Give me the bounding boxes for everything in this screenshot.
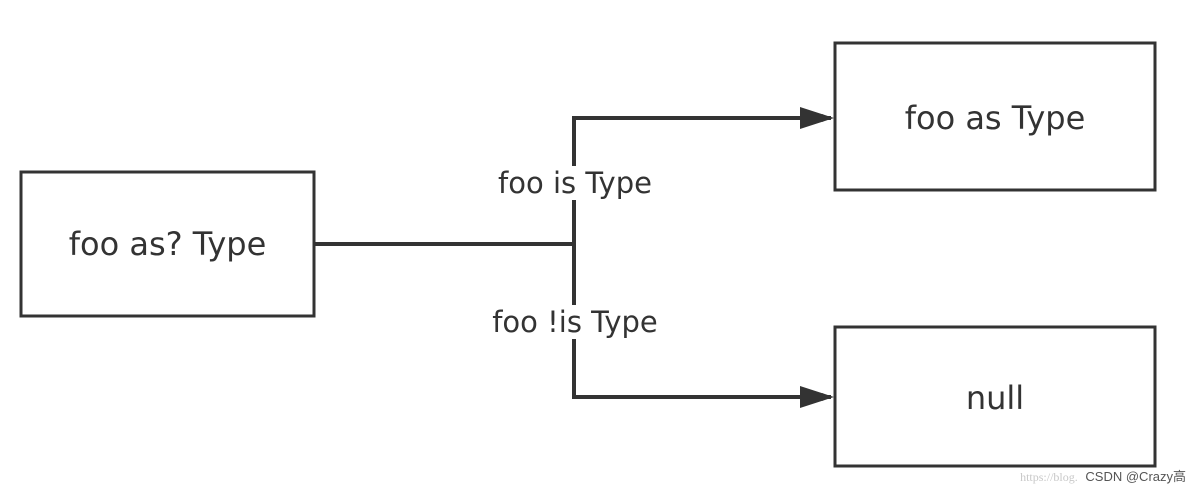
is-branch-label: foo is Type — [498, 166, 652, 200]
not-is-branch-arrow — [572, 244, 832, 401]
watermark-url: https://blog. — [1020, 470, 1078, 484]
not-is-branch-label-bg — [476, 305, 674, 339]
failure-node: null — [833, 325, 1157, 468]
watermark-text: CSDN @Crazy高 — [1085, 469, 1186, 484]
not-is-branch-arrowhead — [800, 386, 834, 408]
source-node-box — [19, 170, 316, 318]
failure-node-box — [833, 325, 1157, 468]
failure-node-label: null — [966, 379, 1024, 417]
watermark: https://blog. CSDN @Crazy高 — [1020, 466, 1186, 485]
success-node-label: foo as Type — [905, 99, 1086, 137]
success-node: foo as Type — [833, 41, 1157, 192]
is-branch-arrowhead — [800, 107, 834, 129]
source-node: foo as? Type — [19, 170, 316, 318]
is-branch-label-bg — [482, 166, 668, 200]
is-branch-arrow — [572, 114, 832, 244]
source-node-label: foo as? Type — [69, 225, 267, 263]
not-is-branch-label: foo !is Type — [492, 305, 658, 339]
success-node-box — [833, 41, 1157, 192]
